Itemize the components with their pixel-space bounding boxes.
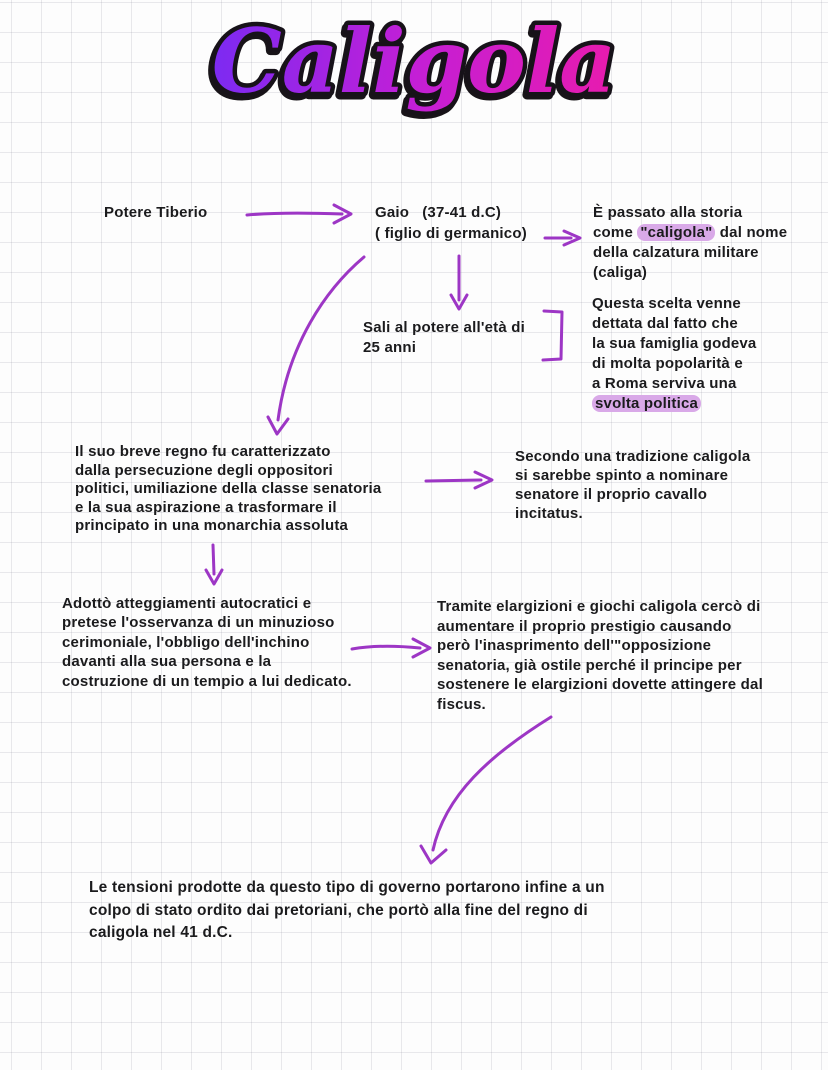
note-caligola-nickname: È passato alla storia come "caligola" da…: [593, 203, 787, 283]
note-adotto-atteggiamenti: Adottò atteggiamenti autocratici e prete…: [62, 595, 352, 690]
arrow-tramite-to-tensioni: [419, 715, 553, 865]
arrow-regno-to-adotto: [204, 543, 224, 586]
page-title: Caligola: [212, 9, 617, 113]
note-sali-al-potere: Sali al potere all'età di 25 anni: [363, 319, 525, 356]
note-tradizione-incitatus: Secondo una tradizione caligola si sareb…: [515, 448, 751, 522]
note-text: È passato alla storia come: [593, 204, 743, 241]
arrow-gaio-down-to-sali: [449, 254, 469, 311]
highlighted-caligola: "caligola": [637, 224, 716, 241]
note-tensioni-colpo-di-stato: Le tensioni prodotte da questo tipo di g…: [89, 879, 605, 941]
bracket-sali-scelta: [541, 309, 564, 362]
note-tramite-elargizioni: Tramite elargizioni e giochi caligola ce…: [437, 598, 763, 713]
arrow-regno-to-tradizione: [424, 470, 494, 490]
title-banner: Caligola: [207, 5, 621, 118]
note-text: Questa scelta venne dettata dal fatto ch…: [592, 295, 757, 392]
arrow-adotto-to-tramite: [350, 637, 432, 659]
highlighted-svolta-politica: svolta politica: [592, 395, 702, 412]
note-text: dal nome della calzatura militare (calig…: [593, 224, 788, 281]
note-potere-tiberio: Potere Tiberio: [104, 204, 208, 221]
note-gaio: Gaio (37-41 d.C) ( figlio di germanico): [375, 204, 527, 242]
arrow-curve-to-regno: [266, 255, 366, 436]
arrow-tiberio-to-gaio: [245, 203, 353, 225]
note-questa-scelta: Questa scelta venne dettata dal fatto ch…: [592, 294, 756, 414]
note-breve-regno: Il suo breve regno fu caratterizzato dal…: [75, 443, 382, 535]
arrow-germanico-to-nickname: [543, 229, 582, 247]
